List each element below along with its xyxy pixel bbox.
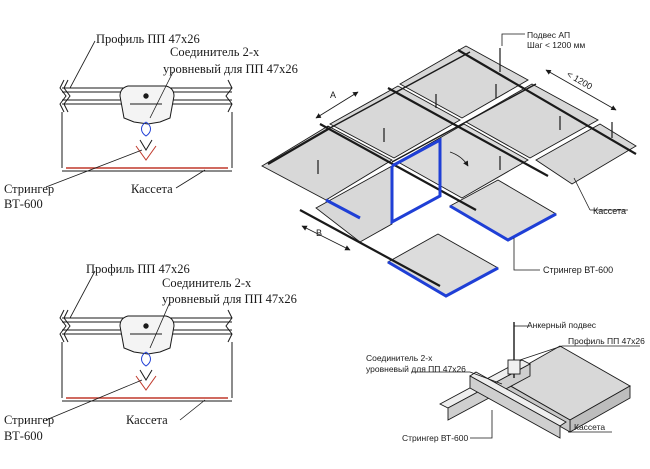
label-dim-b: B [316,228,322,238]
label-hanger-2: Шаг < 1200 мм [527,40,585,50]
label-connector-bottom-1: Соединитель 2-х [162,276,252,290]
label-stringer-top-2: ВТ-600 [4,197,43,211]
panel [261,125,393,201]
section-detail-top [45,40,233,189]
iso-node [412,322,640,439]
label-stringer-node: Стрингер ВТ-600 [402,433,469,443]
panel [329,85,461,159]
label-connector-bottom-2: уровневый для ПП 47х26 [162,292,297,306]
label-connector-top-2: уровневый для ПП 47х26 [163,62,298,76]
label-profile-top: Профиль ПП 47х26 [96,32,200,46]
label-connector-node-1: Соединитель 2-х [366,353,433,363]
hanger-rods [317,48,613,174]
label-stringer-bottom-1: Стрингер [4,413,54,427]
label-stringer-bottom-2: ВТ-600 [4,429,43,443]
panel [399,45,529,119]
label-cassette-node: Кассета [574,422,605,432]
label-stringer-iso: Стрингер ВТ-600 [543,265,613,275]
label-stringer-top-1: Стрингер [4,182,54,196]
label-profile-node: Профиль ПП 47х26 [568,336,645,346]
label-profile-bottom: Профиль ПП 47х26 [86,262,190,276]
label-cassette-iso: Кассета [593,206,626,216]
label-spacing: < 1200 [565,69,594,92]
cassette-drop [387,233,499,297]
label-cassette-bottom: Кассета [126,413,168,427]
label-dim-a: A [330,90,336,100]
section-detail-bottom [45,270,233,421]
label-hanger-1: Подвес АП [527,30,570,40]
label-connector-node-2: уровневый для ПП 47х26 [366,364,466,374]
label-connector-top-1: Соединитель 2-х [170,45,260,59]
label-anchor: Анкерный подвес [527,320,597,330]
label-cassette-top: Кассета [131,182,173,196]
iso-ceiling [261,33,637,298]
